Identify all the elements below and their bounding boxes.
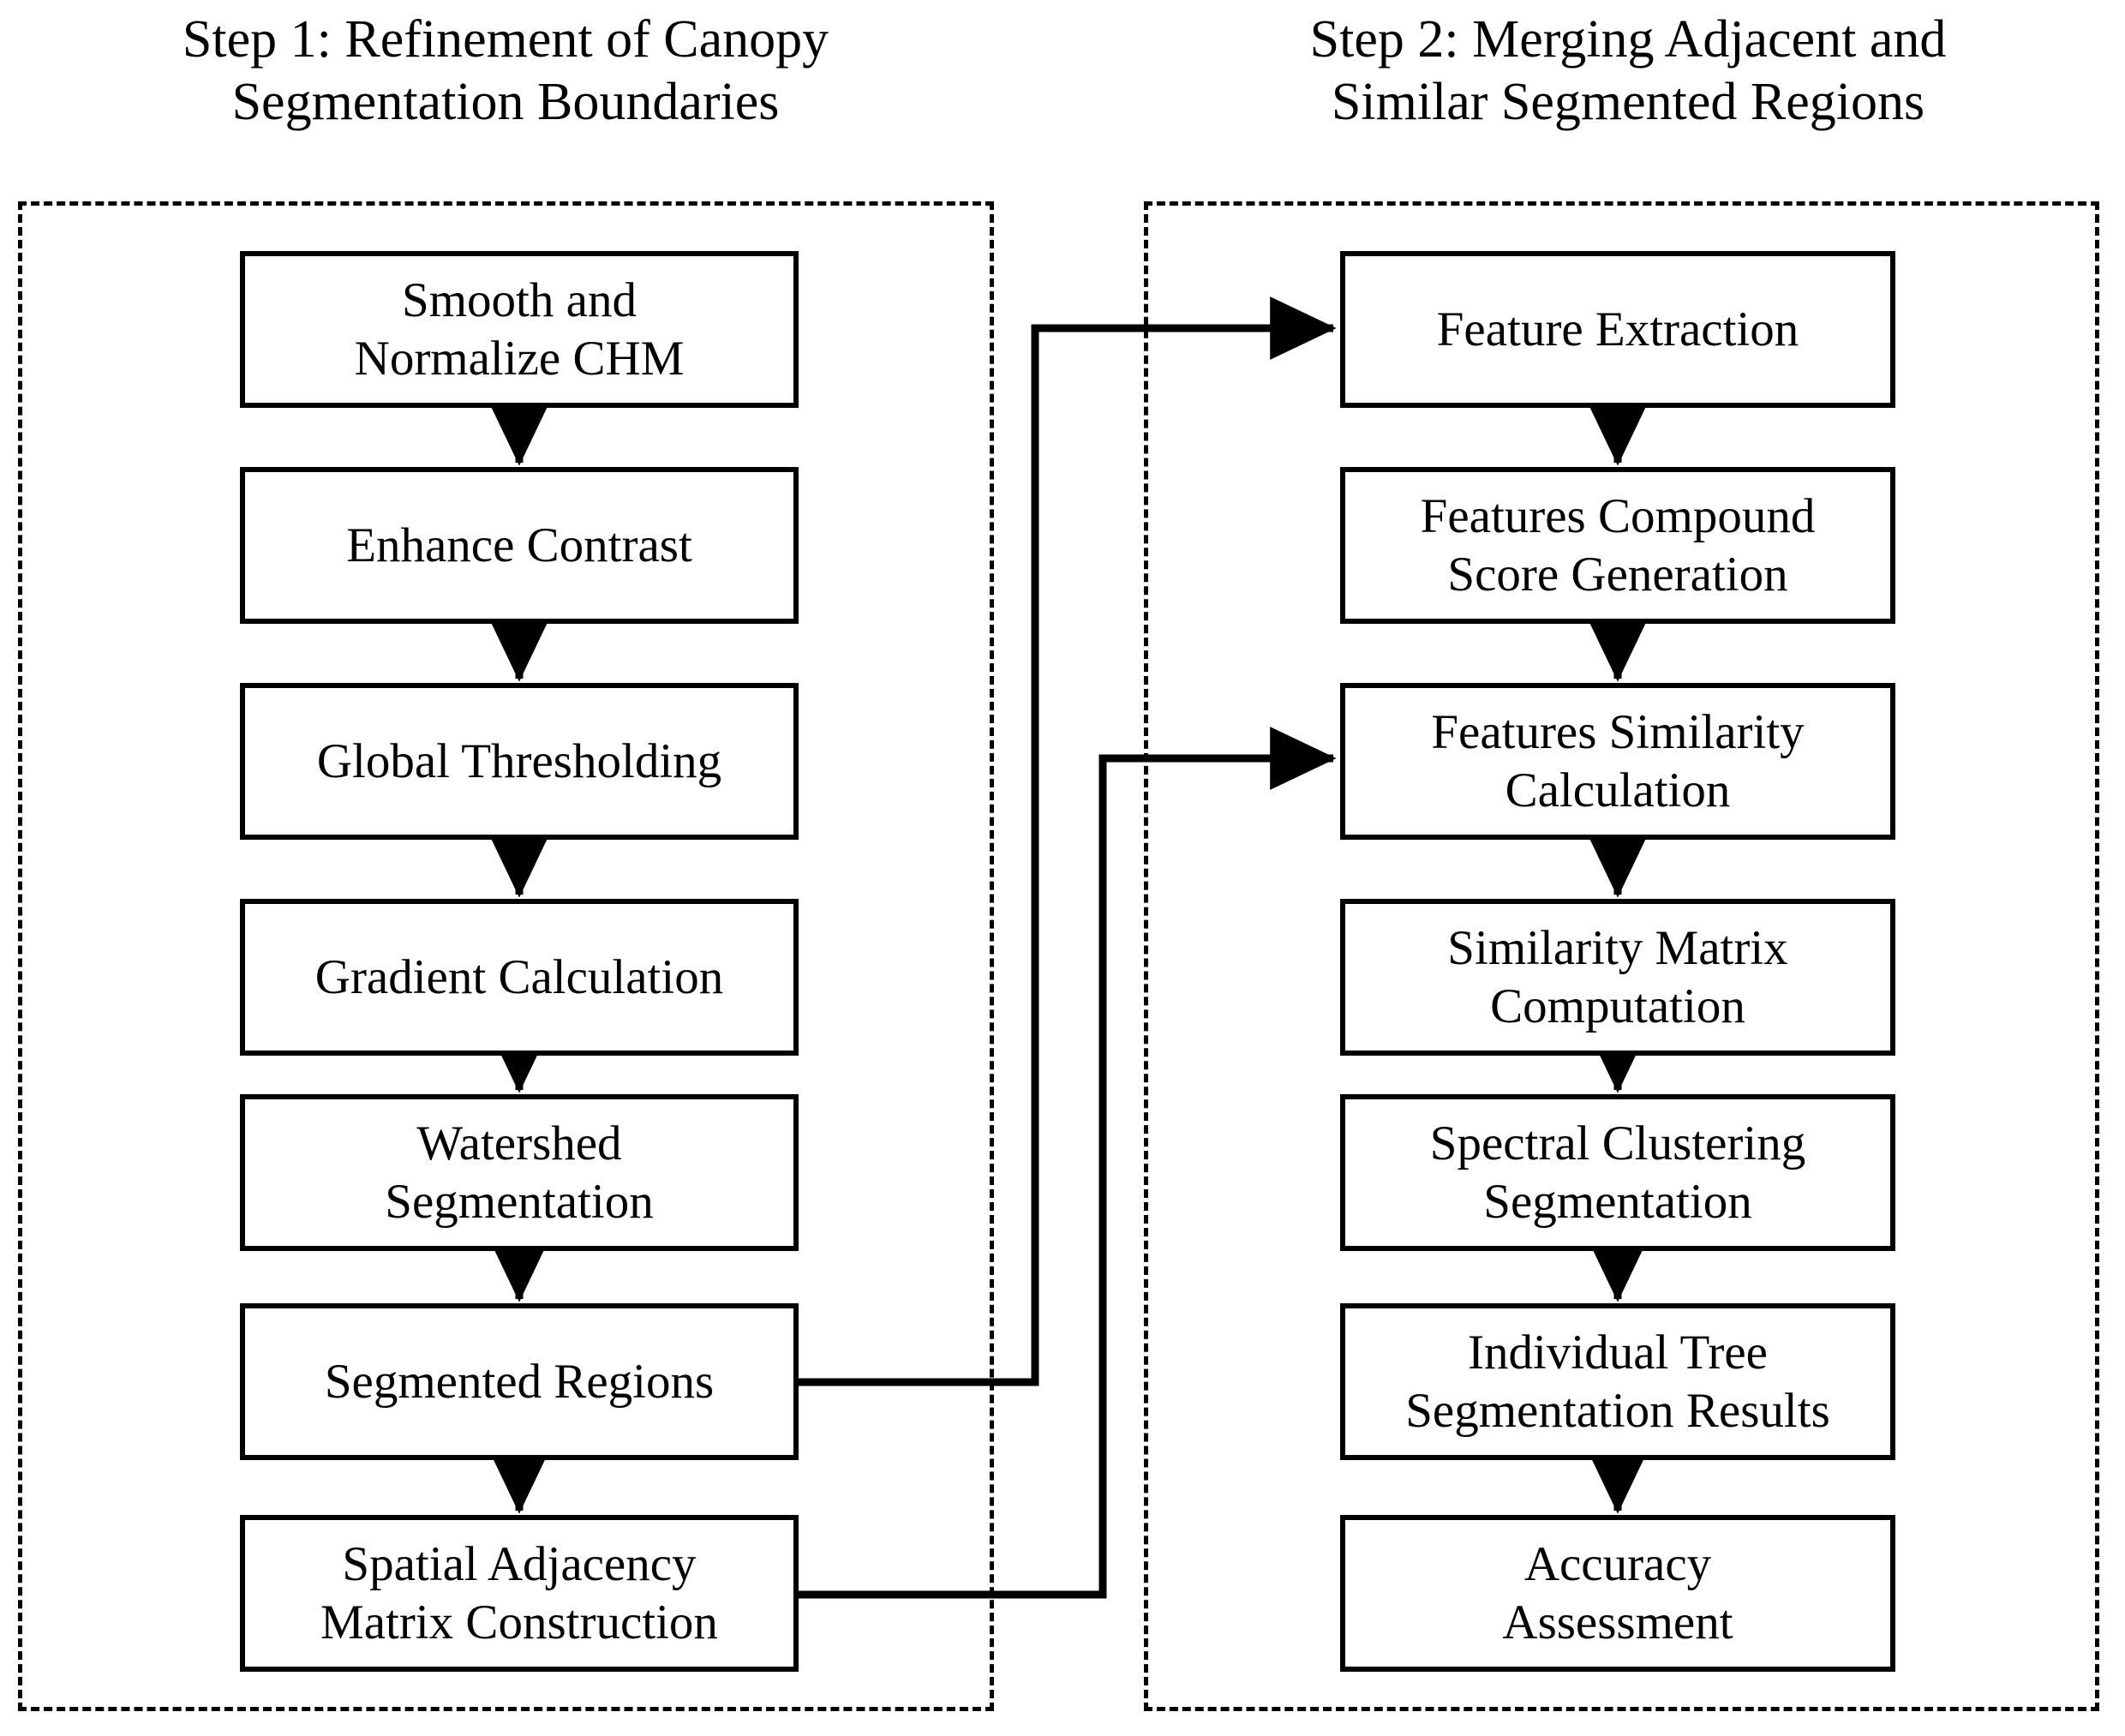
node-enhance-contrast[interactable]: Enhance Contrast [240, 467, 799, 624]
node-watershed-segmentation[interactable]: Watershed Segmentation [240, 1094, 799, 1251]
node-individual-tree-results[interactable]: Individual Tree Segmentation Results [1340, 1303, 1895, 1460]
step2-title: Step 2: Merging Adjacent and Similar Seg… [1309, 10, 1947, 132]
step1-title: Step 1: Refinement of Canopy Segmentatio… [182, 10, 829, 132]
node-accuracy-assessment[interactable]: Accuracy Assessment [1340, 1515, 1895, 1672]
node-feature-extraction[interactable]: Feature Extraction [1340, 251, 1895, 408]
node-segmented-regions[interactable]: Segmented Regions [240, 1303, 799, 1460]
node-gradient-calculation[interactable]: Gradient Calculation [240, 899, 799, 1056]
node-spatial-adjacency-matrix[interactable]: Spatial Adjacency Matrix Construction [240, 1515, 799, 1672]
node-spectral-clustering-seg[interactable]: Spectral Clustering Segmentation [1340, 1094, 1895, 1251]
node-smooth-normalize-chm[interactable]: Smooth and Normalize CHM [240, 251, 799, 408]
node-global-thresholding[interactable]: Global Thresholding [240, 683, 799, 840]
node-similarity-matrix-computation[interactable]: Similarity Matrix Computation [1340, 899, 1895, 1056]
node-features-compound-score[interactable]: Features Compound Score Generation [1340, 467, 1895, 624]
node-features-similarity-calc[interactable]: Features Similarity Calculation [1340, 683, 1895, 840]
